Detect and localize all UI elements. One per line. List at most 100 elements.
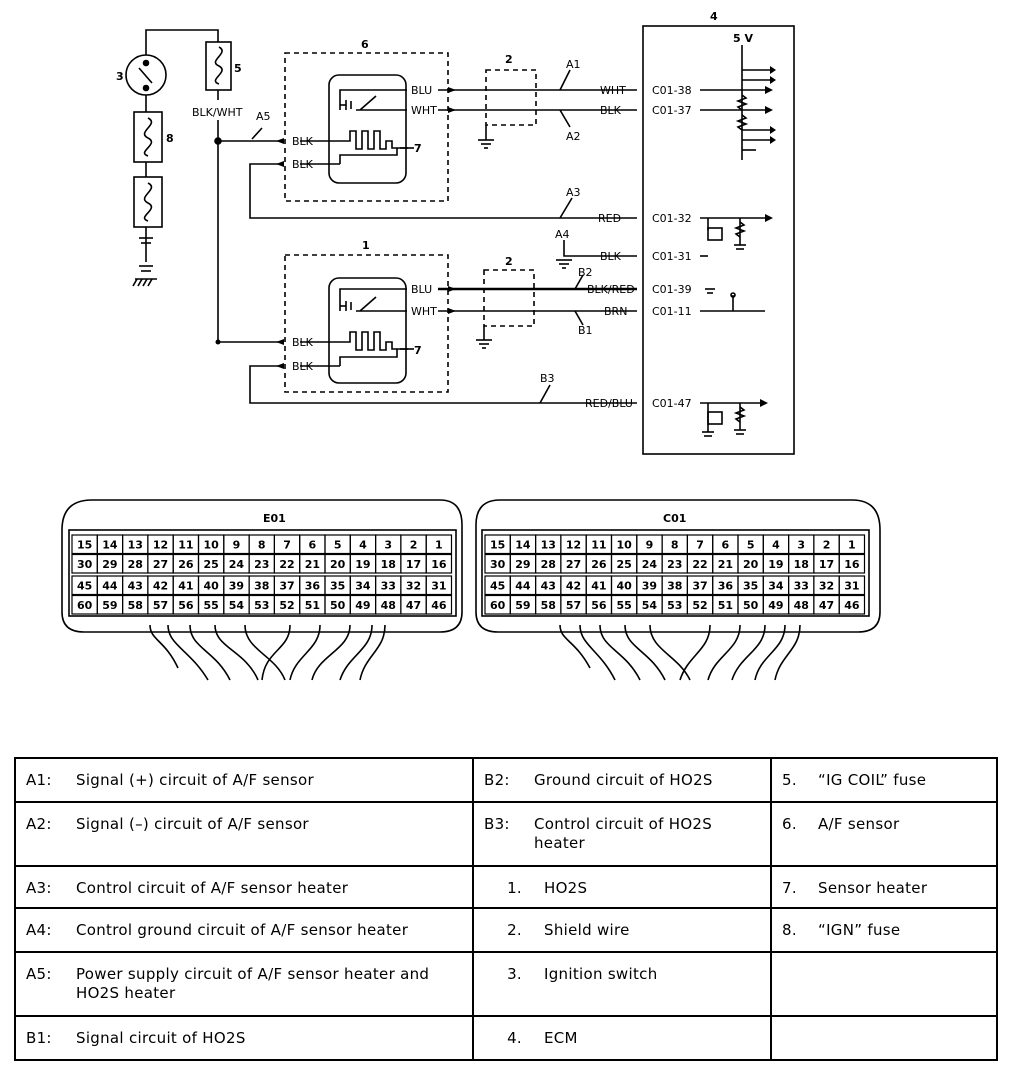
pin-number: 14 (515, 539, 531, 552)
pin-number: 17 (406, 558, 421, 571)
legend-empty-cell (770, 951, 998, 1017)
pin-cell (425, 534, 453, 555)
pin-number: 49 (355, 599, 370, 612)
legend-text: Signal circuit of HO2S (76, 1029, 246, 1047)
pin-number: 12 (153, 539, 168, 552)
pin-number: 53 (667, 599, 682, 612)
pin-number: 16 (844, 558, 860, 571)
pin-number: 56 (591, 599, 607, 612)
pin-number: 18 (794, 558, 809, 571)
pin-number: 49 (768, 599, 783, 612)
pin-number: 7 (283, 539, 291, 552)
pin-number: 43 (541, 580, 556, 593)
pin-number: 39 (229, 580, 244, 593)
pin-number: 58 (541, 599, 556, 612)
pin-number: 30 (490, 558, 506, 571)
pin-number: 42 (566, 580, 581, 593)
pin-number: 8 (258, 539, 266, 552)
pin-number: 1 (435, 539, 443, 552)
pin-number: 1 (848, 539, 856, 552)
pin-number: 15 (77, 539, 92, 552)
pin-number: 35 (743, 580, 758, 593)
label-6: 6 (361, 38, 369, 51)
pin-number: 10 (616, 539, 632, 552)
pin-number: 8 (671, 539, 679, 552)
pin-number: 48 (794, 599, 809, 612)
ecm-wire-color: BRN (604, 305, 627, 318)
legend-table: A1:Signal (+) circuit of A/F sensor B2:G… (14, 757, 998, 1061)
pin-number: 41 (591, 580, 606, 593)
legend-code: 4. (507, 1029, 522, 1047)
legend-code: 2. (507, 921, 522, 939)
pin-number: 32 (819, 580, 834, 593)
ho2s-blu-label: BLU (411, 283, 432, 296)
legend-text: Control circuit of A/F sensor heater (76, 879, 349, 897)
pin-number: 17 (819, 558, 834, 571)
pin-number: 59 (102, 599, 117, 612)
ecm-terminal: C01-37 (652, 104, 692, 117)
pin-number: 3 (384, 539, 392, 552)
pin-number: 14 (102, 539, 118, 552)
feed-wire-color: BLK/WHT (192, 106, 243, 119)
code-a1: A1 (566, 58, 581, 71)
legend-code: 5. (782, 771, 797, 789)
legend-code: A4: (26, 921, 52, 939)
pin-number: 45 (490, 580, 505, 593)
ecm-wire-color: WHT (600, 84, 626, 97)
supply-voltage-label: 5 V (733, 32, 753, 45)
pin-number: 57 (566, 599, 581, 612)
legend-text: Ignition switch (544, 965, 658, 983)
legend-code: 8. (782, 921, 797, 939)
legend-text: Control ground circuit of A/F sensor hea… (76, 921, 409, 939)
pin-cell (425, 594, 453, 615)
wire-harness-e01 (149, 624, 386, 681)
pin-number: 33 (381, 580, 396, 593)
legend-code: A5: (26, 965, 52, 983)
legend-code: B1: (26, 1029, 52, 1047)
label-3: 3 (116, 70, 124, 83)
pin-number: 47 (819, 599, 834, 612)
legend-text: Signal (+) circuit of A/F sensor (76, 771, 314, 789)
label-1: 1 (362, 239, 370, 252)
pin-number: 52 (279, 599, 294, 612)
pin-number: 21 (305, 558, 320, 571)
pin-number: 27 (153, 558, 168, 571)
code-a5: A5 (256, 110, 271, 123)
pin-number: 48 (381, 599, 396, 612)
pin-number: 4 (772, 539, 780, 552)
legend-text: Signal (–) circuit of A/F sensor (76, 815, 309, 833)
legend-text: Power supply circuit of A/F sensor heate… (76, 965, 430, 1002)
pin-number: 13 (128, 539, 143, 552)
pin-number: 22 (279, 558, 294, 571)
legend-text: HO2S (544, 879, 588, 897)
ho2s-blk2-label: BLK (292, 360, 314, 373)
legend-code: B3: (484, 815, 510, 833)
pin-number: 60 (490, 599, 506, 612)
code-a3: A3 (566, 186, 581, 199)
pin-number: 41 (178, 580, 193, 593)
label-7-af: 7 (414, 142, 422, 155)
ho2s-box (284, 254, 449, 393)
ho2s-wht-label: WHT (411, 305, 437, 318)
pin-number: 39 (642, 580, 657, 593)
pin-number: 34 (768, 580, 784, 593)
pin-cell (838, 575, 866, 596)
pin-number: 6 (722, 539, 730, 552)
pin-number: 51 (718, 599, 733, 612)
pin-number: 50 (330, 599, 346, 612)
pin-number: 54 (229, 599, 245, 612)
pin-number: 18 (381, 558, 396, 571)
ecm-wire-color: BLK/RED (587, 283, 635, 296)
pin-number: 33 (794, 580, 809, 593)
pin-number: 5 (747, 539, 755, 552)
ecm-wire-color: BLK (600, 250, 622, 263)
pin-number: 21 (718, 558, 733, 571)
pin-number: 36 (305, 580, 321, 593)
pin-number: 42 (153, 580, 168, 593)
legend-code: 7. (782, 879, 797, 897)
pin-number: 36 (718, 580, 734, 593)
pin-number: 37 (279, 580, 294, 593)
label-7-ho2s: 7 (414, 344, 422, 357)
legend-code: 1. (507, 879, 522, 897)
